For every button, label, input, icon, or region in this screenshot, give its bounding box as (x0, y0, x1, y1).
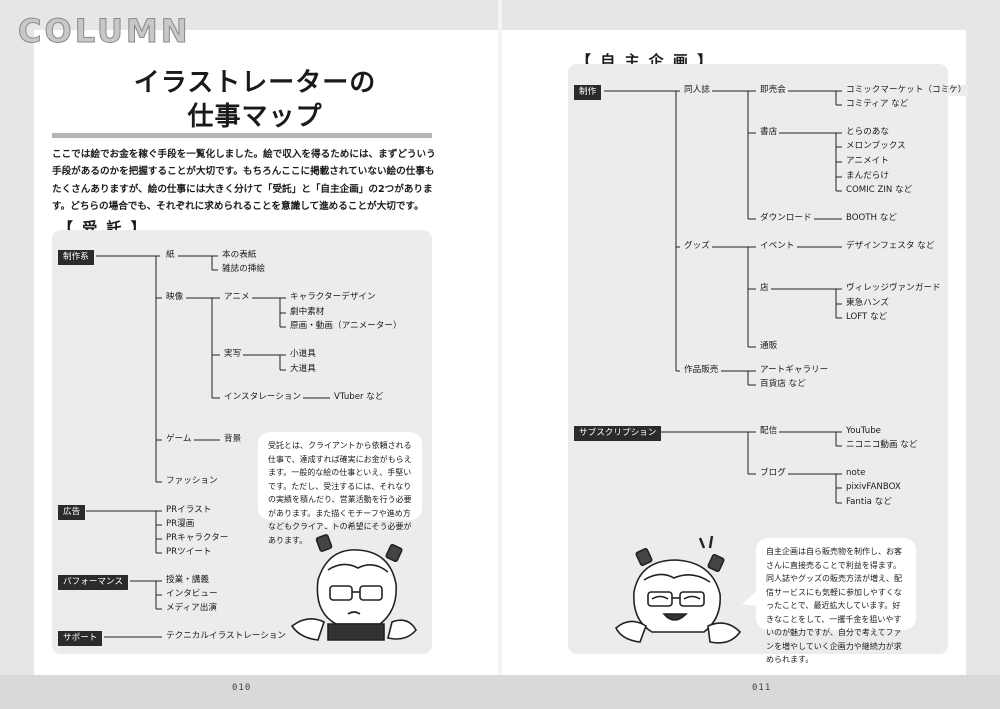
node-art-gallery: アートギャラリー (758, 365, 831, 376)
node-lecture: 授業・講義 (164, 575, 211, 586)
page-number-right: 011 (752, 683, 772, 693)
right-margin-bar (966, 0, 1000, 709)
node-character-design: キャラクターデザイン (288, 292, 378, 303)
left-margin-bar (0, 0, 34, 709)
self-produced-speech-bubble: 自主企画は自ら販売物を制作し、お客さんに直接売ることで利益を得ます。同人誌やグッ… (756, 538, 916, 664)
page-title-line-1: イラストレーターの (133, 68, 377, 98)
node-pixiv-fanbox: pixivFANBOX (844, 482, 903, 493)
node-blog: ブログ (758, 468, 788, 479)
node-niconico: ニコニコ動画 など (844, 440, 920, 451)
node-comic-zin: COMIC ZIN など (844, 185, 915, 196)
category-subscription: サブスクリプション (574, 426, 662, 441)
node-magazine-illust: 雑誌の挿絵 (220, 264, 267, 275)
intro-paragraph: ここでは絵でお金を稼ぐ手段を一覧化しました。絵で収入を得るためには、まずどういう… (52, 149, 436, 213)
node-tokyu-hands: 東急ハンズ (844, 298, 891, 309)
node-anime: アニメ (222, 292, 252, 303)
node-fantia: Fantia など (844, 497, 894, 508)
node-bookstore: 書店 (758, 127, 780, 138)
node-doujinshi: 同人誌 (682, 85, 712, 96)
node-toranoana: とらのあな (844, 127, 891, 138)
node-pr-illust: PRイラスト (164, 505, 214, 516)
node-booth: BOOTH など (844, 213, 899, 224)
node-store: 店 (758, 283, 771, 294)
node-interview: インタビュー (164, 589, 220, 600)
commission-speech-bubble: 受託とは、クライアントから依頼される仕事で、達成すれば確実にお金がもらえます。一… (258, 432, 422, 545)
node-streaming: 配信 (758, 426, 780, 437)
node-key-animation: 原画・動画（アニメーター） (288, 321, 404, 332)
node-department-store: 百貨店 など (758, 379, 808, 390)
node-technical-illust: テクニカルイラストレーション (164, 631, 288, 642)
node-goods: グッズ (682, 241, 712, 252)
title-rule (52, 133, 432, 138)
page-number-left: 010 (232, 683, 252, 693)
page-gutter (498, 0, 502, 709)
node-mandarake: まんだらけ (844, 171, 891, 182)
node-loft: LOFT など (844, 312, 890, 323)
node-comitia: コミティア など (844, 99, 911, 110)
node-book-cover: 本の表紙 (220, 250, 259, 261)
node-game: ゲーム (164, 434, 194, 445)
node-animate: アニメイト (844, 156, 891, 167)
node-pr-character: PRキャラクター (164, 533, 231, 544)
node-pr-manga: PR漫画 (164, 519, 197, 530)
node-sokubaikai: 即売会 (758, 85, 788, 96)
page-title-line-2: 仕事マップ (187, 102, 323, 132)
category-production-self: 制作 (574, 85, 602, 100)
node-large-props: 大道具 (288, 364, 318, 375)
node-installation: インスタレーション (222, 392, 304, 403)
category-production: 制作系 (58, 250, 94, 265)
category-performance: パフォーマンス (58, 575, 128, 590)
node-small-props: 小道具 (288, 349, 318, 360)
node-media-appearance: メディア出演 (164, 603, 219, 614)
node-video: 映像 (164, 292, 186, 303)
mascot-glasses-icon (290, 534, 417, 641)
node-pr-tweet: PRツイート (164, 547, 214, 558)
node-paper: 紙 (164, 250, 177, 261)
node-design-festa: デザインフェスタ など (844, 241, 937, 252)
node-note: note (844, 468, 868, 479)
category-support: サポート (58, 631, 103, 646)
node-works-sales: 作品販売 (682, 365, 721, 376)
node-melonbooks: メロンブックス (844, 141, 908, 152)
column-label: COLUMN (18, 12, 191, 51)
node-fashion: ファッション (164, 476, 220, 487)
mascot-happy-icon (615, 536, 742, 644)
node-background: 背景 (222, 434, 244, 445)
node-download: ダウンロード (758, 213, 814, 224)
node-village-vanguard: ヴィレッジヴァンガード (844, 283, 943, 294)
category-advertising: 広告 (58, 505, 86, 520)
node-mail-order: 通販 (758, 341, 780, 352)
node-in-show-material: 劇中素材 (288, 307, 327, 318)
node-vtuber: VTuber など (332, 392, 386, 403)
node-youtube: YouTube (844, 426, 883, 437)
bottom-bar (0, 675, 1000, 709)
node-event: イベント (758, 241, 797, 252)
node-live-action: 実写 (222, 349, 244, 360)
node-comiket: コミックマーケット（コミケ） (844, 85, 969, 96)
